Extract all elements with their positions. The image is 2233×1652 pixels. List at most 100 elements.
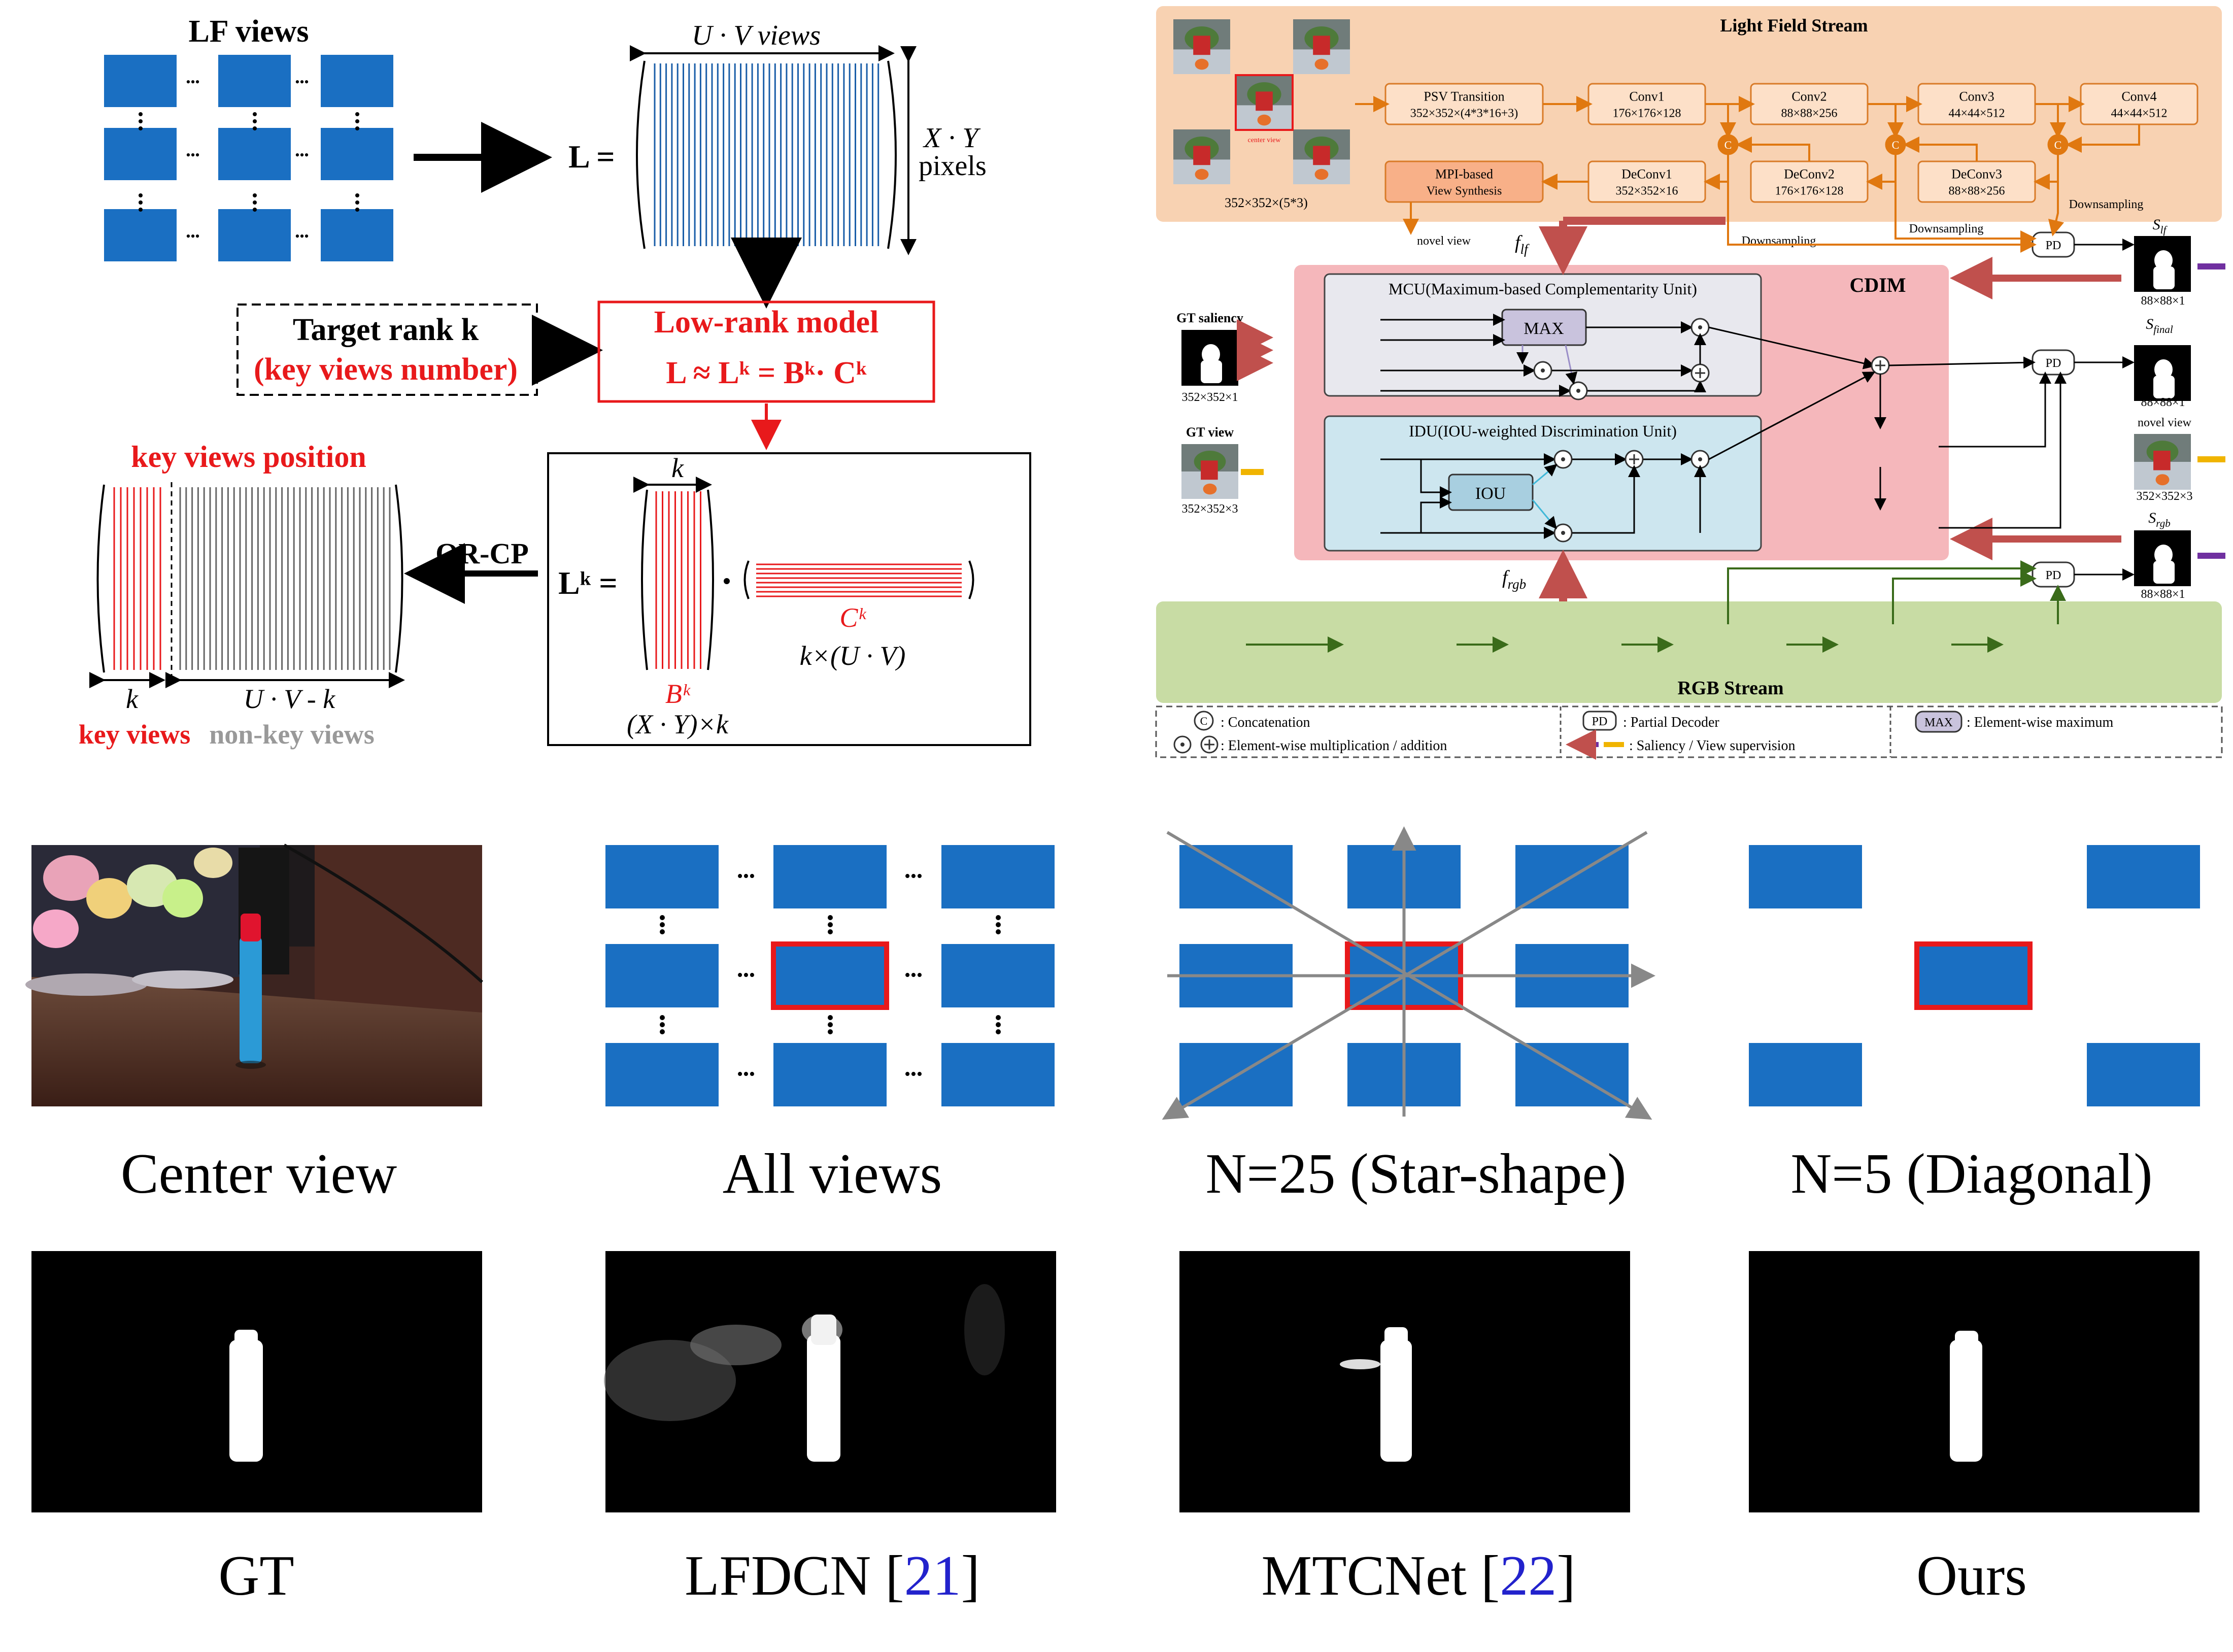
all-vdots (660, 929, 665, 934)
thumb-br-pot (1313, 146, 1330, 165)
all-vdots (996, 1029, 1001, 1034)
vdot (139, 193, 143, 197)
s-final-label: Sfinal (2146, 316, 2173, 335)
sal-rgb-head (2154, 545, 2173, 565)
lf-views-grid: •••••••••••••••••• (104, 55, 393, 261)
matrix-Bk (641, 489, 714, 670)
vdot (139, 119, 143, 123)
saliency-gt (31, 1251, 482, 1512)
lf-view-tile (218, 128, 291, 180)
hdots: ••• (295, 229, 309, 244)
concat-c: C (1892, 139, 1900, 151)
vdot (253, 200, 257, 205)
thumb-br-orange (1314, 168, 1329, 180)
view-selection-diagrams: •••••••••••••••••• (605, 826, 2200, 1120)
legend-mult: : Element-wise multiplication / addition (1221, 738, 1447, 754)
caption-lfdcn: LFDCN [21] (685, 1544, 980, 1607)
thumb-tr-orange (1314, 58, 1329, 70)
all-vdots (660, 1022, 665, 1027)
all-vdots (660, 1015, 665, 1020)
L-equals: L = (568, 139, 615, 175)
diag-tile-center-border (1914, 941, 2033, 1010)
bracket-left (743, 560, 750, 599)
legend-mult-dot (1180, 743, 1185, 747)
downsampling-2: Downsampling (1909, 222, 1984, 235)
pixels-label: pixels (919, 150, 987, 182)
diag-tile-bl (1749, 1043, 1862, 1106)
bracket-right (707, 489, 714, 670)
all-vdots (996, 929, 1001, 934)
lf-conv1-dim: 176×176×128 (1612, 107, 1681, 120)
hdots: ••• (186, 229, 199, 244)
legend-pd-icon (1582, 711, 1617, 731)
view-selection-row: •••••••••••••••••• Center view All views… (25, 826, 2200, 1205)
all-view-tile (605, 845, 719, 908)
bracket-right (395, 484, 403, 673)
bracket-right (887, 60, 897, 249)
k-top-label: k (671, 453, 684, 483)
all-hdots: ••• (737, 966, 755, 985)
caption-center-view: Center view (121, 1142, 397, 1205)
op-mult-idu-dot (1698, 457, 1702, 461)
all-vdots (660, 915, 665, 920)
lf-view-tile (321, 128, 393, 180)
legend-max: : Element-wise maximum (1967, 715, 2113, 730)
deconv2-dim: 176×176×128 (1775, 185, 1843, 198)
deconv2-label: DeConv2 (1784, 167, 1835, 182)
f-rgb-label: frgb (1502, 567, 1526, 592)
center-view-photo (25, 844, 484, 1106)
link (2066, 124, 2140, 153)
lowrank-model-box (597, 300, 935, 403)
thumb-center-border (1235, 74, 1294, 131)
all-view-tile (773, 944, 887, 1007)
thumb-tl-pot (1193, 36, 1210, 55)
all-hdots: ••• (904, 1065, 923, 1084)
all-hdots: ••• (904, 966, 923, 985)
matrix-key-views (96, 482, 403, 678)
pd-final-label: PD (2046, 357, 2061, 370)
gt-saliency-title: GT saliency (1176, 311, 1243, 325)
lowrank-panel: LF views •••••••••••••••••• L = U · V vi… (79, 14, 1031, 750)
Ck-dimension: k×(U · V) (800, 640, 906, 671)
vdot (355, 126, 359, 130)
link (1903, 137, 1978, 161)
caption-n5: N=5 (Diagonal) (1790, 1142, 2152, 1205)
link (1532, 499, 1557, 529)
sal-final-body (2153, 376, 2175, 398)
all-view-tile (941, 944, 1055, 1007)
caption-all-views: All views (723, 1142, 942, 1205)
vdot (355, 119, 359, 123)
thumb-tl-orange (1195, 58, 1209, 70)
all-view-tile (605, 944, 719, 1007)
saliency-mtcnet (1179, 1251, 1630, 1512)
novel-view-thumb-pot (2153, 451, 2171, 470)
iou-label: IOU (1475, 484, 1506, 503)
lowrank-model-equation: L ≈ Lᵏ = Bᵏ· Cᵏ (666, 356, 867, 390)
vdot (139, 112, 143, 116)
matrix-Ck (743, 560, 974, 599)
concat-c: C (2054, 139, 2062, 151)
all-view-tile (773, 845, 887, 908)
all-vdots (996, 1015, 1001, 1020)
link (1727, 560, 2037, 624)
all-vdots (828, 1022, 833, 1027)
gt-saliency-dim: 352×352×1 (1181, 391, 1238, 404)
lf-view-tile (218, 209, 291, 261)
key-views-position: key views position (131, 440, 366, 474)
caption-mtcnet: MTCNet [22] (1261, 1544, 1575, 1607)
legend-max-text: MAX (1924, 716, 1953, 729)
bracket-right (968, 560, 974, 599)
rgb-stream-bg (1156, 601, 2222, 703)
all-view-tile (941, 1043, 1055, 1106)
pd-rgb-label: PD (2046, 569, 2061, 582)
deconv1-label: DeConv1 (1621, 167, 1672, 182)
psv-block-label: PSV Transition (1424, 89, 1504, 104)
saliency-ours (1749, 1251, 2200, 1512)
novel-view-thumb-orange (2155, 474, 2170, 486)
vdot (253, 119, 257, 123)
gt-view-dim: 352×352×3 (1181, 502, 1238, 516)
mpi-block-dim: View Synthesis (1427, 185, 1502, 198)
deconv1-dim: 352×352×16 (1615, 185, 1678, 198)
thumb-bl-pot (1193, 146, 1210, 165)
